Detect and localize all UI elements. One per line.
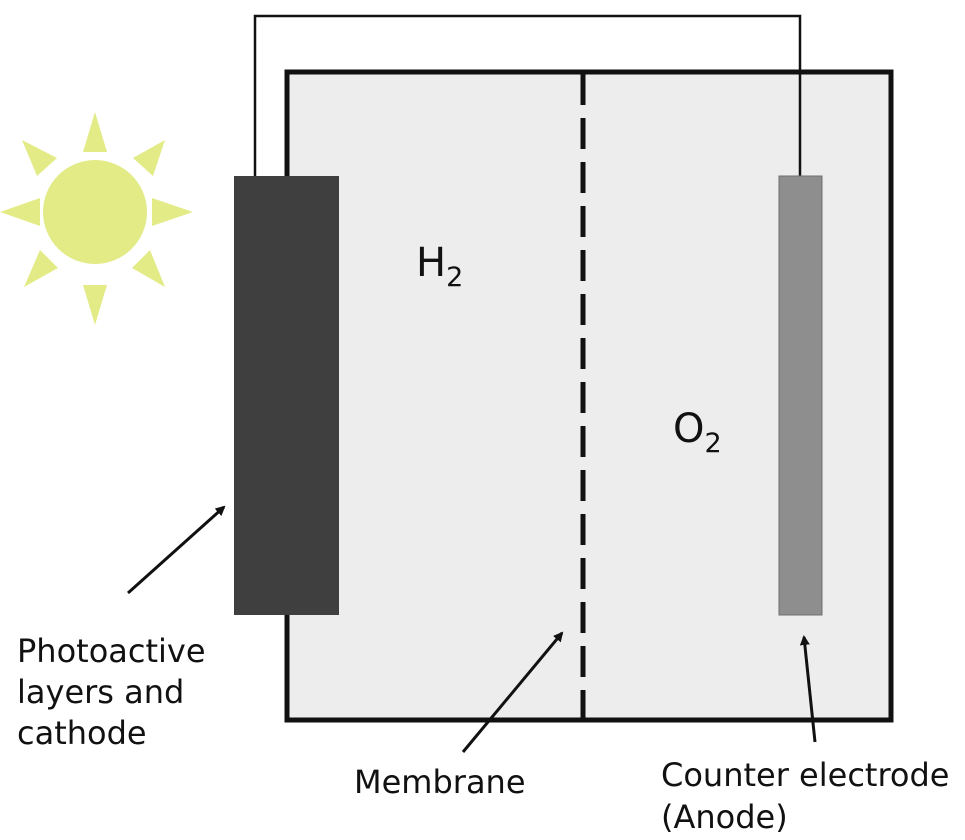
photoactive-caption-line3: cathode xyxy=(17,714,147,752)
external-wire xyxy=(253,14,802,176)
photoactive-caption-line2: layers and xyxy=(17,673,184,711)
oxygen-label: O2 xyxy=(673,406,722,459)
anode-electrode xyxy=(778,175,823,616)
hydrogen-label: H2 xyxy=(416,240,463,293)
sun-rays xyxy=(0,112,193,325)
anode-arrow xyxy=(799,635,817,743)
counter-electrode-caption-line1: Counter electrode xyxy=(661,756,949,794)
cathode-arrow xyxy=(126,505,226,595)
photoactive-caption-line1: Photoactive xyxy=(17,632,206,670)
sun-icon xyxy=(0,112,193,325)
sun-disc xyxy=(43,160,147,264)
membrane-caption: Membrane xyxy=(354,763,526,801)
cathode-electrode xyxy=(234,176,339,615)
membrane-arrow xyxy=(461,631,564,753)
counter-electrode-caption-line2: (Anode) xyxy=(661,798,788,836)
